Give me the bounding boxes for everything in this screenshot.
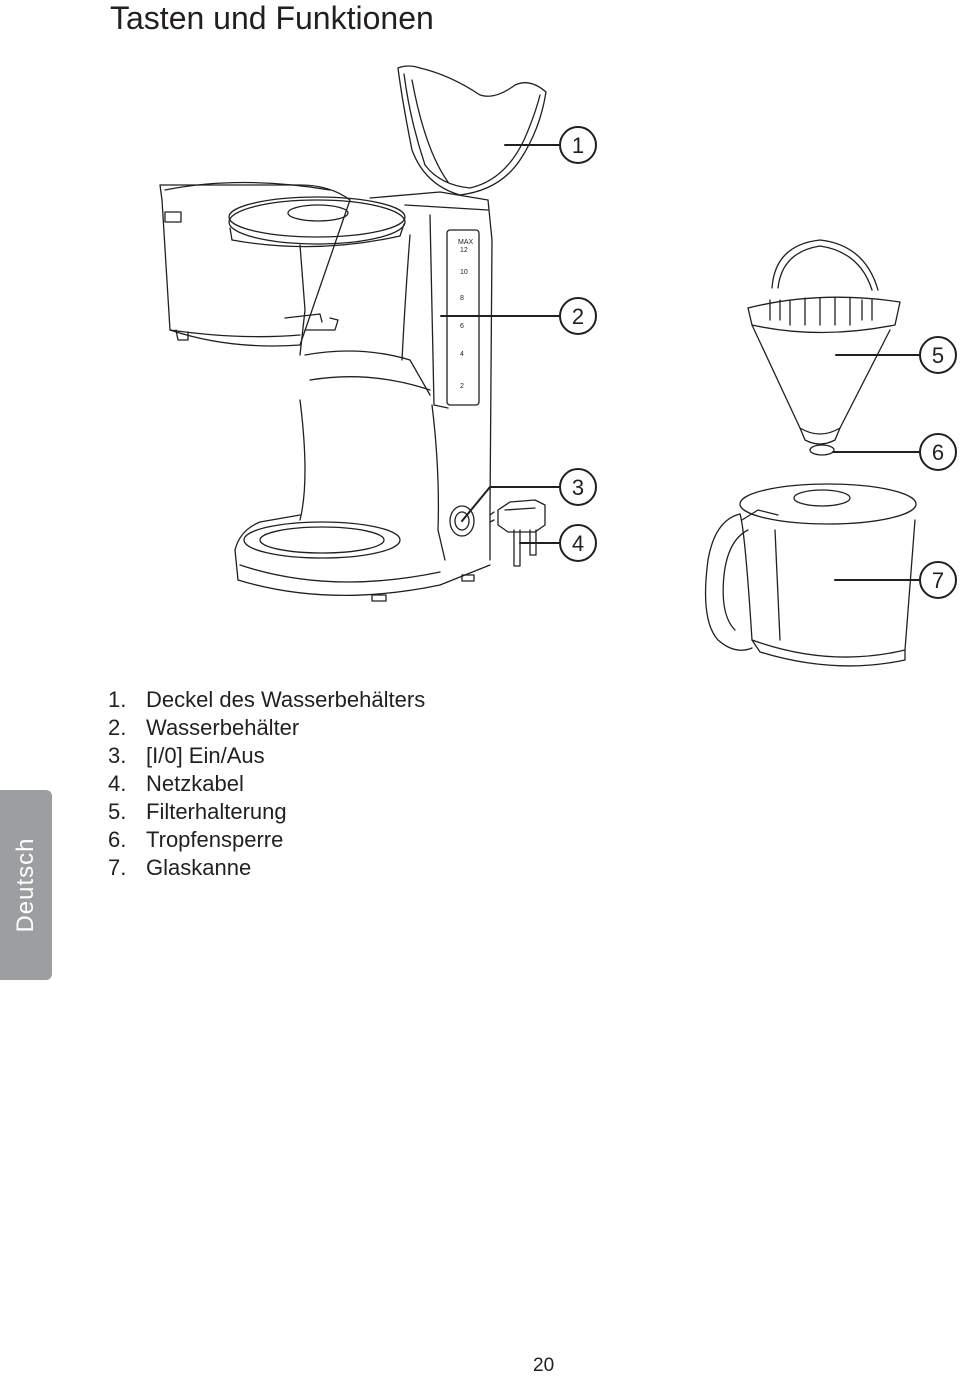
scale-mark: 6: [460, 323, 464, 330]
item-number: 6.: [108, 827, 127, 852]
power-switch-drawing: [449, 505, 475, 537]
item-label: Filterhalterung: [146, 799, 287, 824]
machine-body-drawing: [284, 191, 493, 561]
machine-base-drawing: [234, 514, 491, 602]
list-item: 1. Deckel des Wasserbehälters: [108, 686, 425, 714]
glass-carafe-drawing: [704, 483, 917, 667]
item-label: Wasserbehälter: [146, 715, 300, 740]
item-label: Deckel des Wasserbehälters: [146, 687, 426, 712]
callout-7: 7: [932, 568, 944, 593]
item-number: 2.: [108, 715, 127, 740]
list-item: 7. Glaskanne: [108, 854, 425, 882]
item-number: 5.: [108, 799, 127, 824]
callout-2: 2: [572, 304, 584, 329]
water-scale: MAX 12 10 8 6 4 2: [458, 239, 474, 390]
callout-3: 3: [572, 475, 584, 500]
list-item: 2. Wasserbehälter: [108, 714, 425, 742]
list-item: 5. Filterhalterung: [108, 798, 425, 826]
page-number: 20: [533, 1355, 555, 1376]
filter-holder-drawing: [747, 239, 901, 456]
power-plug-drawing: [489, 499, 546, 567]
callout-4: 4: [572, 531, 584, 556]
item-label: [I/0] Ein/Aus: [146, 743, 265, 768]
callout-5: 5: [932, 343, 944, 368]
parts-list: 1. Deckel des Wasserbehälters 2. Wasserbeh…: [108, 686, 425, 882]
item-number: 3.: [108, 743, 127, 768]
scale-mark: 2: [460, 383, 464, 390]
scale-mark: 4: [460, 351, 464, 358]
coffee-maker-diagram: MAX 12 10 8 6 4 2 1 2 3 4 5 6 7: [159, 65, 957, 667]
list-item: 6. Tropfensperre: [108, 826, 425, 854]
callout-1: 1: [572, 133, 584, 158]
item-label: Glaskanne: [146, 855, 252, 880]
callouts: [559, 126, 957, 599]
item-label: Tropfensperre: [146, 827, 284, 852]
scale-mark: 10: [460, 269, 468, 276]
item-number: 1.: [108, 687, 127, 712]
callout-6: 6: [932, 440, 944, 465]
language-tab: Deutsch: [0, 790, 52, 980]
reservoir-lid-drawing: [397, 65, 547, 196]
scale-mark: MAX: [458, 239, 474, 246]
page-title: Tasten und Funktionen: [110, 0, 434, 36]
item-label: Netzkabel: [146, 771, 244, 796]
scale-mark: 12: [460, 247, 468, 254]
language-tab-label: Deutsch: [12, 837, 39, 933]
filter-basket-drawing: [159, 181, 351, 347]
leader-lines: [440, 144, 921, 581]
item-number: 7.: [108, 855, 127, 880]
list-item: 3. [I/0] Ein/Aus: [108, 742, 425, 770]
item-number: 4.: [108, 771, 127, 796]
scale-mark: 8: [460, 295, 464, 302]
top-plate-drawing: [228, 196, 406, 248]
list-item: 4. Netzkabel: [108, 770, 425, 798]
